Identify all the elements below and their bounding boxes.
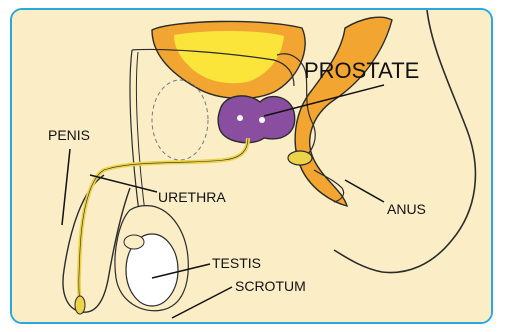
label-anus: ANUS bbox=[387, 201, 426, 217]
diagram-frame: PROSTATE PENIS URETHRA ANUS TESTIS SCROT… bbox=[10, 8, 493, 324]
prostate-duct-right bbox=[259, 117, 265, 123]
prostate bbox=[218, 96, 295, 143]
anatomy-diagram: PROSTATE PENIS URETHRA ANUS TESTIS SCROT… bbox=[12, 10, 493, 324]
epididymis bbox=[124, 235, 144, 249]
label-scrotum: SCROTUM bbox=[235, 278, 306, 294]
seminal-vesicle bbox=[288, 151, 312, 165]
label-penis: PENIS bbox=[48, 127, 90, 143]
label-urethra: URETHRA bbox=[158, 189, 226, 205]
label-testis: TESTIS bbox=[212, 255, 261, 271]
prostate-duct-left bbox=[237, 115, 243, 121]
urethra-opening bbox=[75, 296, 85, 314]
label-prostate: PROSTATE bbox=[304, 58, 419, 83]
